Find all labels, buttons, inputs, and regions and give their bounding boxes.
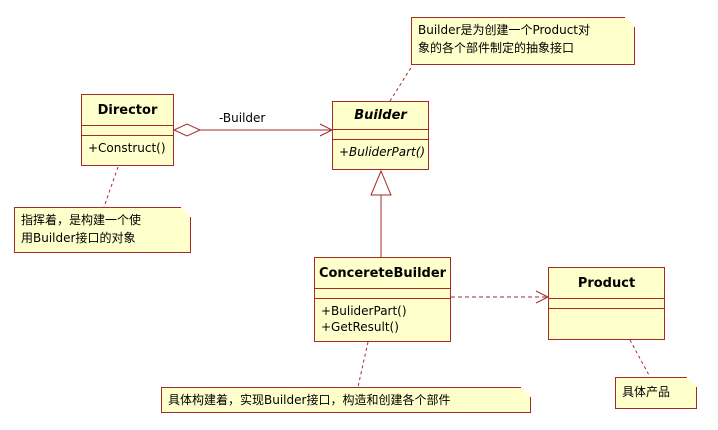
product-note: 具体产品 [615,377,697,409]
product-note-anchor [629,339,651,378]
concrete-builder-operation: +GetResult() [321,320,399,334]
builder-class-name: Builder [333,102,428,130]
director-class-name: Director [82,95,173,126]
builder-note: Builder是为创建一个Product对 象的各个部件制定的抽象接口 [411,17,635,65]
concrete-builder-note-line: 具体构建着，实现Builder接口，构造和创建各个部件 [168,393,451,407]
concrete-builder-operation: +BuliderPart() [321,304,407,318]
note-fold-icon [521,387,531,397]
concrete-builder-operations: +BuliderPart() +GetResult() [315,299,450,339]
product-note-line: 具体产品 [622,385,671,399]
builder-note-line: Builder是为创建一个Product对 [418,23,591,37]
concrete-builder-class-name: ConcereteBuilder [315,258,450,289]
builder-note-anchor [389,65,413,102]
director-class[interactable]: Director +Construct() [81,94,174,166]
product-class-name: Product [549,268,664,299]
builder-class[interactable]: Builder +BuliderPart() [332,101,429,170]
director-operations: +Construct() [82,136,173,160]
director-note: 指挥着，是构建一个使 用Builder接口的对象 [14,207,191,253]
concrete-note-anchor [357,341,369,388]
builder-attributes [333,130,428,140]
note-fold-icon [181,207,191,217]
association-label: -Builder [219,111,266,125]
builder-operation: +BuliderPart() [339,145,426,159]
concrete-builder-note: 具体构建着，实现Builder接口，构造和创建各个部件 [161,387,531,413]
director-note-anchor [103,166,119,208]
director-attributes [82,126,173,136]
director-operation: +Construct() [88,141,166,155]
builder-operations: +BuliderPart() [333,140,428,164]
director-note-line: 用Builder接口的对象 [21,231,136,245]
concrete-builder-class[interactable]: ConcereteBuilder +BuliderPart() +GetResu… [314,257,451,342]
note-fold-icon [625,17,635,27]
note-fold-icon [687,377,697,387]
product-class[interactable]: Product [548,267,665,340]
product-attributes [549,299,664,309]
concrete-builder-attributes [315,289,450,299]
aggregation-diamond [172,123,202,137]
director-note-line: 指挥着，是构建一个使 [21,213,142,227]
generalization-triangle [370,169,392,196]
builder-note-line: 象的各个部件制定的抽象接口 [418,41,575,55]
